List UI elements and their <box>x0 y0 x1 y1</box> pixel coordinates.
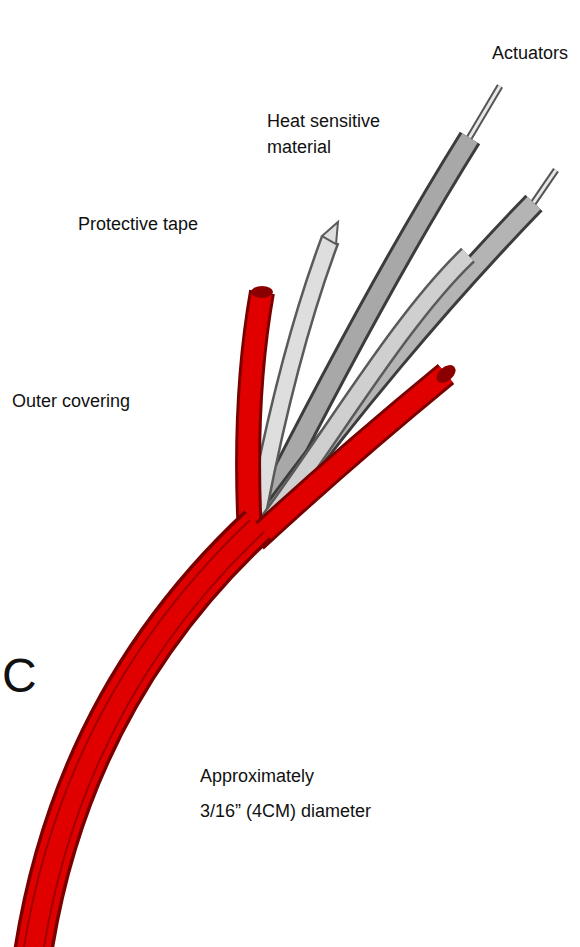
actuator-wire <box>532 170 556 205</box>
outer-covering <box>32 525 258 947</box>
outer-covering-branch <box>255 374 446 540</box>
protective-tape-curl <box>322 222 338 244</box>
outer-covering-branch-fill <box>248 292 262 535</box>
actuator-wire-core <box>532 170 556 205</box>
outer-covering-end <box>251 286 273 298</box>
part-label: Outer covering <box>12 388 130 414</box>
dimension-label: 3/16” (4CM) diameter <box>200 798 371 824</box>
actuator-wire <box>468 86 500 140</box>
actuator-wire-core <box>468 86 500 140</box>
outer-covering-branch-fill <box>255 374 446 540</box>
edge-letter: C <box>2 650 37 703</box>
part-label: Heat sensitive material <box>267 108 417 160</box>
part-label: Actuators <box>492 40 568 66</box>
outer-covering-line <box>42 532 264 947</box>
outer-covering-branch <box>248 292 262 535</box>
dimension-label: Approximately <box>200 763 314 789</box>
outer-covering-end <box>433 362 459 387</box>
part-label: Protective tape <box>78 211 198 237</box>
outer-covering-fill <box>32 525 258 947</box>
outer-covering-line <box>22 520 250 947</box>
cable <box>22 86 556 947</box>
